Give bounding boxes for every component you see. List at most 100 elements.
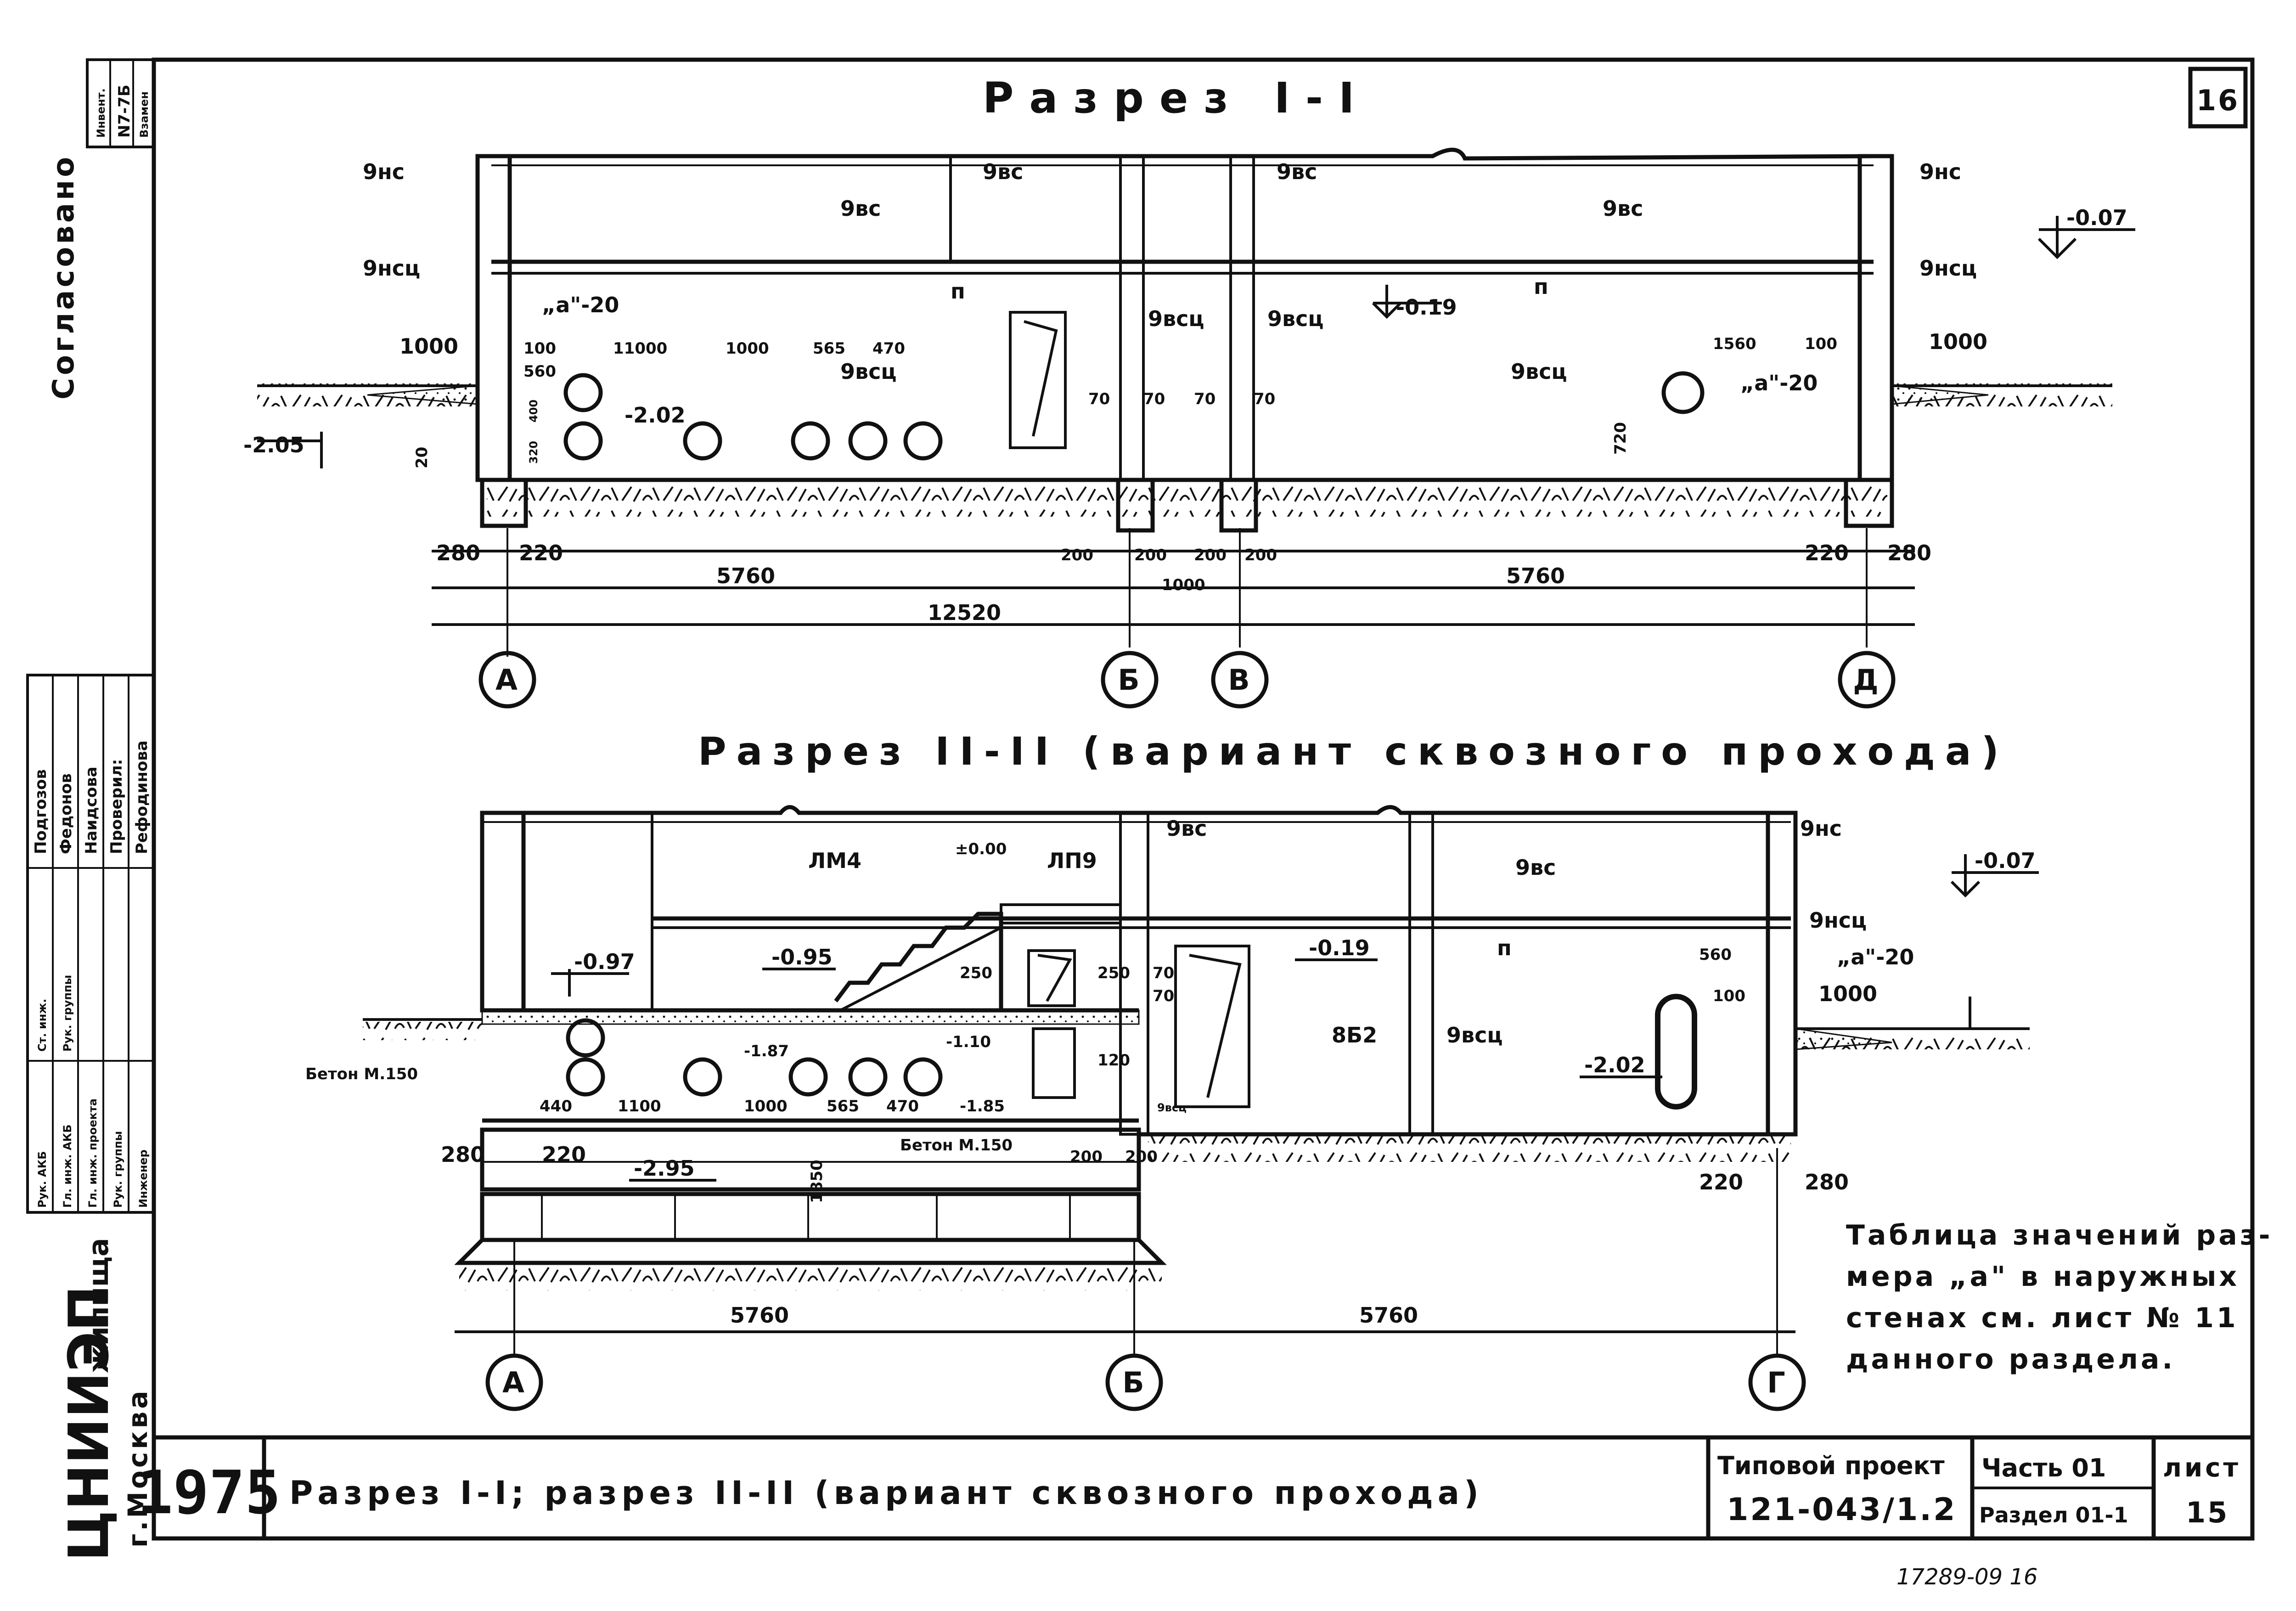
label-beam-8b2: 8Б2	[1332, 1023, 1377, 1048]
axis-g-2: Г	[1767, 1366, 1787, 1399]
footer-number: 17289-09 16	[1896, 1564, 2037, 1590]
dim-1000-left: 1000	[400, 334, 458, 359]
approval-role-4: Рук. группы	[112, 1131, 124, 1208]
label-9vcc-room-2: 9всц	[1446, 1023, 1503, 1048]
dim-720: 720	[1611, 422, 1630, 455]
label-concrete-mid: Бетон М.150	[900, 1136, 1013, 1155]
dim-1100: 1100	[618, 1097, 661, 1115]
dim-220-right-2: 220	[1699, 1170, 1743, 1194]
level-minus-007-2: -0.07	[1975, 848, 2036, 873]
approval-name-5: Рефодинова	[133, 740, 151, 854]
level-minus-019-2: -0.19	[1309, 935, 1370, 960]
sheet-number: 16	[2196, 84, 2240, 117]
title-text: Разрез I-I; разрез II-II (вариант сквозн…	[289, 1474, 1483, 1512]
label-stair-lm4: ЛМ4	[808, 848, 861, 873]
title-year: 1975	[137, 1458, 281, 1527]
dim-200-d: 200	[1244, 546, 1277, 564]
label-landing-lp9: ЛП9	[1047, 848, 1097, 873]
dim-560-2: 560	[1699, 946, 1732, 964]
approval-name-3: Наидсова	[82, 766, 101, 854]
label-9vc-1: 9вс	[983, 159, 1023, 184]
replacement-label: Взамен	[138, 91, 151, 138]
dim-5760-left-2: 5760	[730, 1303, 789, 1328]
level-zero: ±0.00	[955, 840, 1007, 858]
level-minus-295: -2.95	[634, 1156, 695, 1181]
level-minus-095: -0.95	[771, 945, 833, 969]
section-1: Разрез I-I	[243, 73, 2135, 709]
level-minus-097: -0.97	[574, 949, 635, 974]
dim-1000-mid: 1000	[726, 339, 769, 358]
dim-200-b: 200	[1134, 546, 1167, 564]
dim-440: 440	[540, 1097, 572, 1115]
dim-200-a: 200	[1061, 546, 1093, 564]
approved-vertical-label: Согласовано	[47, 154, 81, 400]
dim-220-left-2: 220	[542, 1142, 586, 1167]
label-9nc-right-2: 9нс	[1800, 816, 1842, 841]
dim-200-c: 200	[1194, 546, 1227, 564]
dim-120: 120	[1097, 1051, 1130, 1070]
approval-role-7: Рук. группы	[61, 975, 74, 1052]
dim-100-2: 100	[1713, 987, 1745, 1005]
note-line-2: мера „а" в наружных	[1846, 1261, 2240, 1293]
approval-name-1: Подгозов	[32, 769, 50, 854]
dim-100: 100	[523, 339, 556, 358]
project-label: Типовой проект	[1717, 1451, 1945, 1480]
note-line-3: стенах см. лист № 11	[1846, 1302, 2239, 1334]
approval-role-1: Рук. АКБ	[36, 1151, 49, 1208]
section-2: Разрез II-II (вариант сквозного прохода)	[305, 729, 2039, 1411]
dim-1000-right: 1000	[1929, 329, 1987, 354]
dim-250-a: 250	[960, 964, 992, 982]
approval-role-3: Гл. инж. проекта	[86, 1098, 99, 1208]
level-minus-187: -1.87	[744, 1042, 789, 1060]
dim-400: 400	[527, 400, 540, 422]
dim-320: 320	[527, 441, 540, 464]
label-9nc-left: 9нс	[363, 159, 405, 184]
dim-1560: 1560	[1713, 335, 1756, 353]
dim-1000-right-2: 1000	[1818, 981, 1877, 1006]
label-panel-left: 9вс	[840, 196, 881, 221]
dim-11000: 11000	[613, 339, 667, 358]
note-block: Таблица значений раз- мера „а" в наружны…	[1846, 1219, 2270, 1375]
title-block: 1975 Разрез I-I; разрез II-II (вариант с…	[137, 1437, 2241, 1538]
approval-role-6: Ст. инж.	[36, 999, 49, 1052]
axis-a-2: А	[502, 1366, 526, 1399]
dim-200-2a: 200	[1070, 1148, 1103, 1166]
dim-70-b: 70	[1143, 390, 1165, 408]
dim-280-left-2: 280	[441, 1142, 485, 1167]
dim-200-2b: 200	[1125, 1148, 1158, 1166]
dim-220-left: 220	[519, 541, 563, 565]
label-a-left-1: „а"-20	[542, 293, 619, 317]
dim-100-right: 100	[1805, 335, 1837, 353]
label-slab-p-3: п	[1497, 935, 1512, 960]
dim-5760-right-1: 5760	[1506, 563, 1565, 588]
label-9vcc-room-left: 9всц	[840, 359, 896, 384]
dim-70-2b: 70	[1153, 987, 1174, 1005]
sheet-label: лист	[2163, 1453, 2241, 1483]
label-a-right-2: „а"-20	[1837, 945, 1914, 969]
dim-70-d: 70	[1254, 390, 1275, 408]
label-9ncc-left: 9нсц	[363, 256, 420, 281]
label-9vcc-room-right: 9всц	[1511, 359, 1567, 384]
label-9vcc-inner-1: 9всц	[1148, 306, 1204, 331]
label-concrete-left: Бетон М.150	[305, 1065, 418, 1083]
dim-565-2: 565	[827, 1097, 859, 1115]
dim-280-right-2: 280	[1805, 1170, 1849, 1194]
dim-560: 560	[523, 362, 556, 381]
label-9vc-2: 9вс	[1277, 159, 1317, 184]
axis-v-1: В	[1228, 663, 1251, 697]
label-panel-right: 9вс	[1603, 196, 1643, 221]
left-stamp: Инвент. N7-7Б Взамен Согласовано Подгозо…	[26, 58, 155, 1561]
label-9vcc-inner-2: 9всц	[1267, 306, 1323, 331]
part-label: Часть 01	[1981, 1453, 2106, 1482]
inventory-label: Инвент.	[95, 88, 107, 138]
dim-70-a: 70	[1088, 390, 1110, 408]
dim-5760-right-2: 5760	[1359, 1303, 1418, 1328]
dim-280-right: 280	[1887, 541, 1931, 565]
approval-role-2: Гл. инж. АКБ	[61, 1124, 74, 1208]
label-slab-p-1: п	[951, 279, 965, 304]
dim-1000-center: 1000	[1162, 576, 1205, 594]
dim-1850: 1850	[808, 1160, 826, 1203]
note-line-4: данного раздела.	[1846, 1343, 2175, 1375]
axis-a-1: А	[495, 663, 519, 697]
level-minus-205: -2.05	[243, 433, 304, 457]
